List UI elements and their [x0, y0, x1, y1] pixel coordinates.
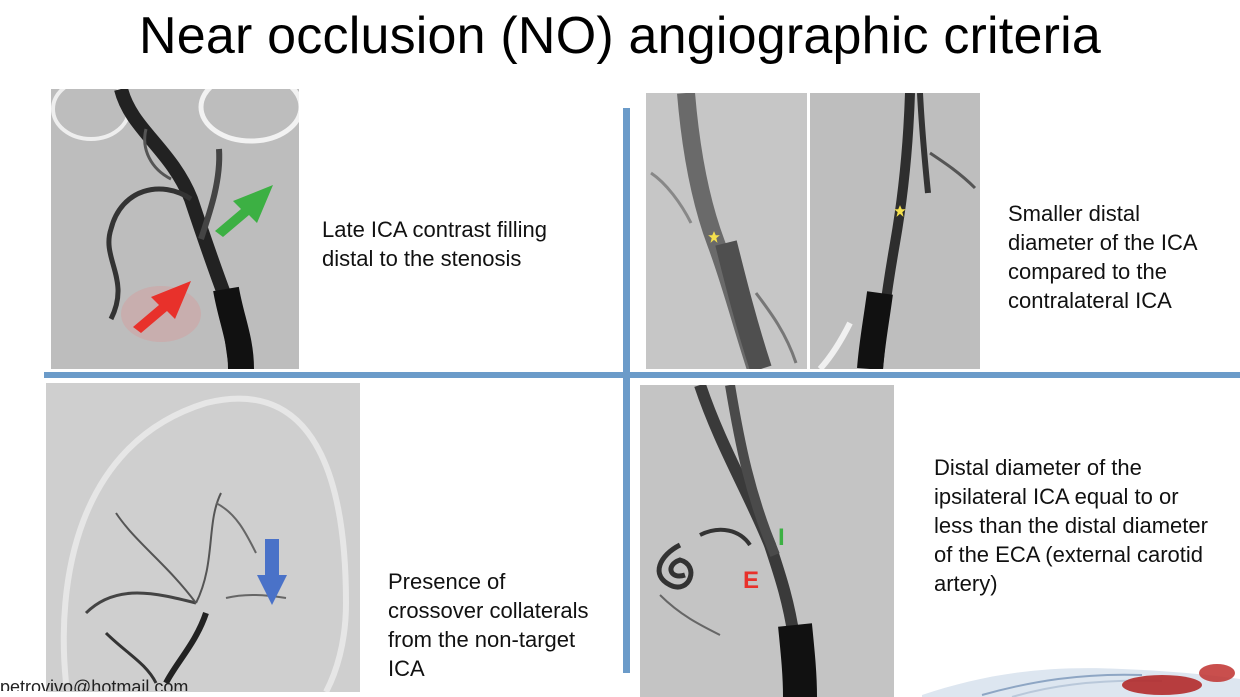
angiogram-ica-eca-diameter: I E	[640, 385, 894, 697]
footer-email: petrovivo@hotmail.com	[0, 677, 189, 691]
red-arrow-icon	[133, 281, 191, 333]
angiogram-diameter-comparison-right	[810, 93, 980, 369]
ica-label: I	[778, 524, 785, 551]
green-arrow-icon	[215, 185, 273, 237]
star-marker-icon	[894, 205, 906, 217]
decorative-logo	[922, 655, 1240, 697]
criterion-1-caption: Late ICA contrast filling distal to the …	[322, 217, 548, 271]
angiogram-diameter-comparison-left	[646, 93, 807, 369]
criterion-2-caption: Smaller distal diameter of the ICA compa…	[1008, 201, 1198, 313]
criterion-3-caption: Presence of crossover collaterals from t…	[388, 569, 589, 681]
eca-label: E	[743, 567, 760, 594]
horizontal-divider	[44, 372, 1240, 378]
star-marker-icon	[708, 231, 720, 243]
vertical-divider	[623, 108, 630, 673]
criterion-4-caption: Distal diameter of the ipsilateral ICA e…	[934, 455, 1208, 596]
blue-arrow-icon	[257, 539, 287, 605]
angiogram-late-filling	[51, 89, 299, 369]
slide-title: Near occlusion (NO) angiographic criteri…	[139, 7, 1101, 65]
angiogram-crossover-collaterals	[46, 383, 360, 692]
